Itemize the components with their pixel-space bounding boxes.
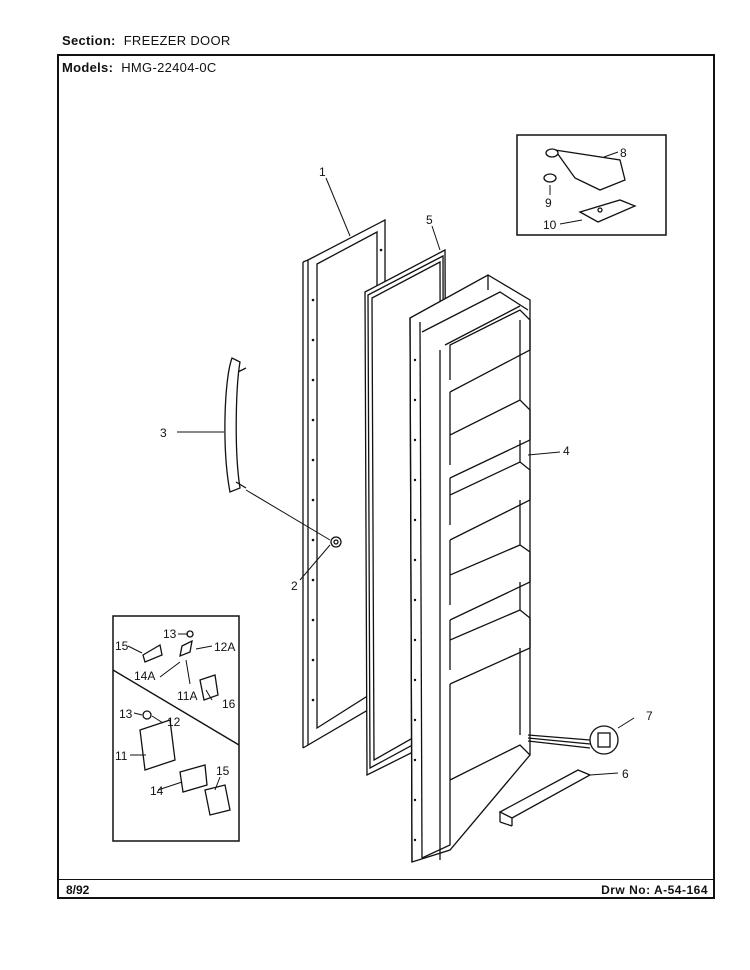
callout-13-bottom: 13 bbox=[119, 707, 133, 721]
callout-9: 9 bbox=[545, 196, 552, 210]
section-label: Section: bbox=[62, 33, 116, 48]
drawing-number: Drw No: A-54-164 bbox=[601, 883, 708, 897]
door-handle bbox=[224, 357, 331, 541]
plug-button bbox=[330, 536, 342, 548]
models-label: Models: bbox=[62, 60, 114, 75]
callout-12: 12 bbox=[167, 715, 181, 729]
callout-11a: 11A bbox=[177, 689, 197, 703]
section-header: Section: FREEZER DOOR bbox=[62, 33, 231, 48]
callout-7: 7 bbox=[646, 709, 653, 723]
leader-lines bbox=[127, 151, 635, 791]
bottom-hinge-inset bbox=[112, 615, 240, 842]
top-hinge-inset bbox=[516, 134, 667, 236]
section-value: FREEZER DOOR bbox=[123, 33, 231, 48]
footer-divider bbox=[57, 879, 715, 880]
callout-labels: 1 5 3 4 2 7 6 8 9 10 15 13 12A 14A 11A 1… bbox=[115, 146, 653, 798]
callout-12a: 12A bbox=[214, 640, 235, 654]
callout-14: 14 bbox=[150, 784, 164, 798]
callout-15-bottom: 15 bbox=[216, 764, 230, 778]
callout-4: 4 bbox=[563, 444, 570, 458]
callout-8: 8 bbox=[620, 146, 627, 160]
callout-14a: 14A bbox=[134, 669, 155, 683]
callout-13-top: 13 bbox=[163, 627, 177, 641]
door-liner bbox=[409, 274, 531, 863]
footer-date: 8/92 bbox=[66, 883, 90, 897]
shelf-trim bbox=[498, 769, 592, 827]
models-header: Models: HMG-22404-0C bbox=[62, 60, 217, 75]
diagram-frame bbox=[57, 54, 715, 899]
callout-10: 10 bbox=[543, 218, 557, 232]
models-value: HMG-22404-0C bbox=[121, 60, 217, 75]
callout-16: 16 bbox=[222, 697, 236, 711]
callout-3: 3 bbox=[160, 426, 167, 440]
callout-15-top: 15 bbox=[115, 639, 129, 653]
callout-6: 6 bbox=[622, 767, 629, 781]
callout-5: 5 bbox=[426, 213, 433, 227]
shelf-bracket-detail bbox=[527, 725, 619, 755]
callout-2: 2 bbox=[291, 579, 298, 593]
callout-11: 11 bbox=[115, 749, 128, 763]
callout-1: 1 bbox=[319, 165, 326, 179]
